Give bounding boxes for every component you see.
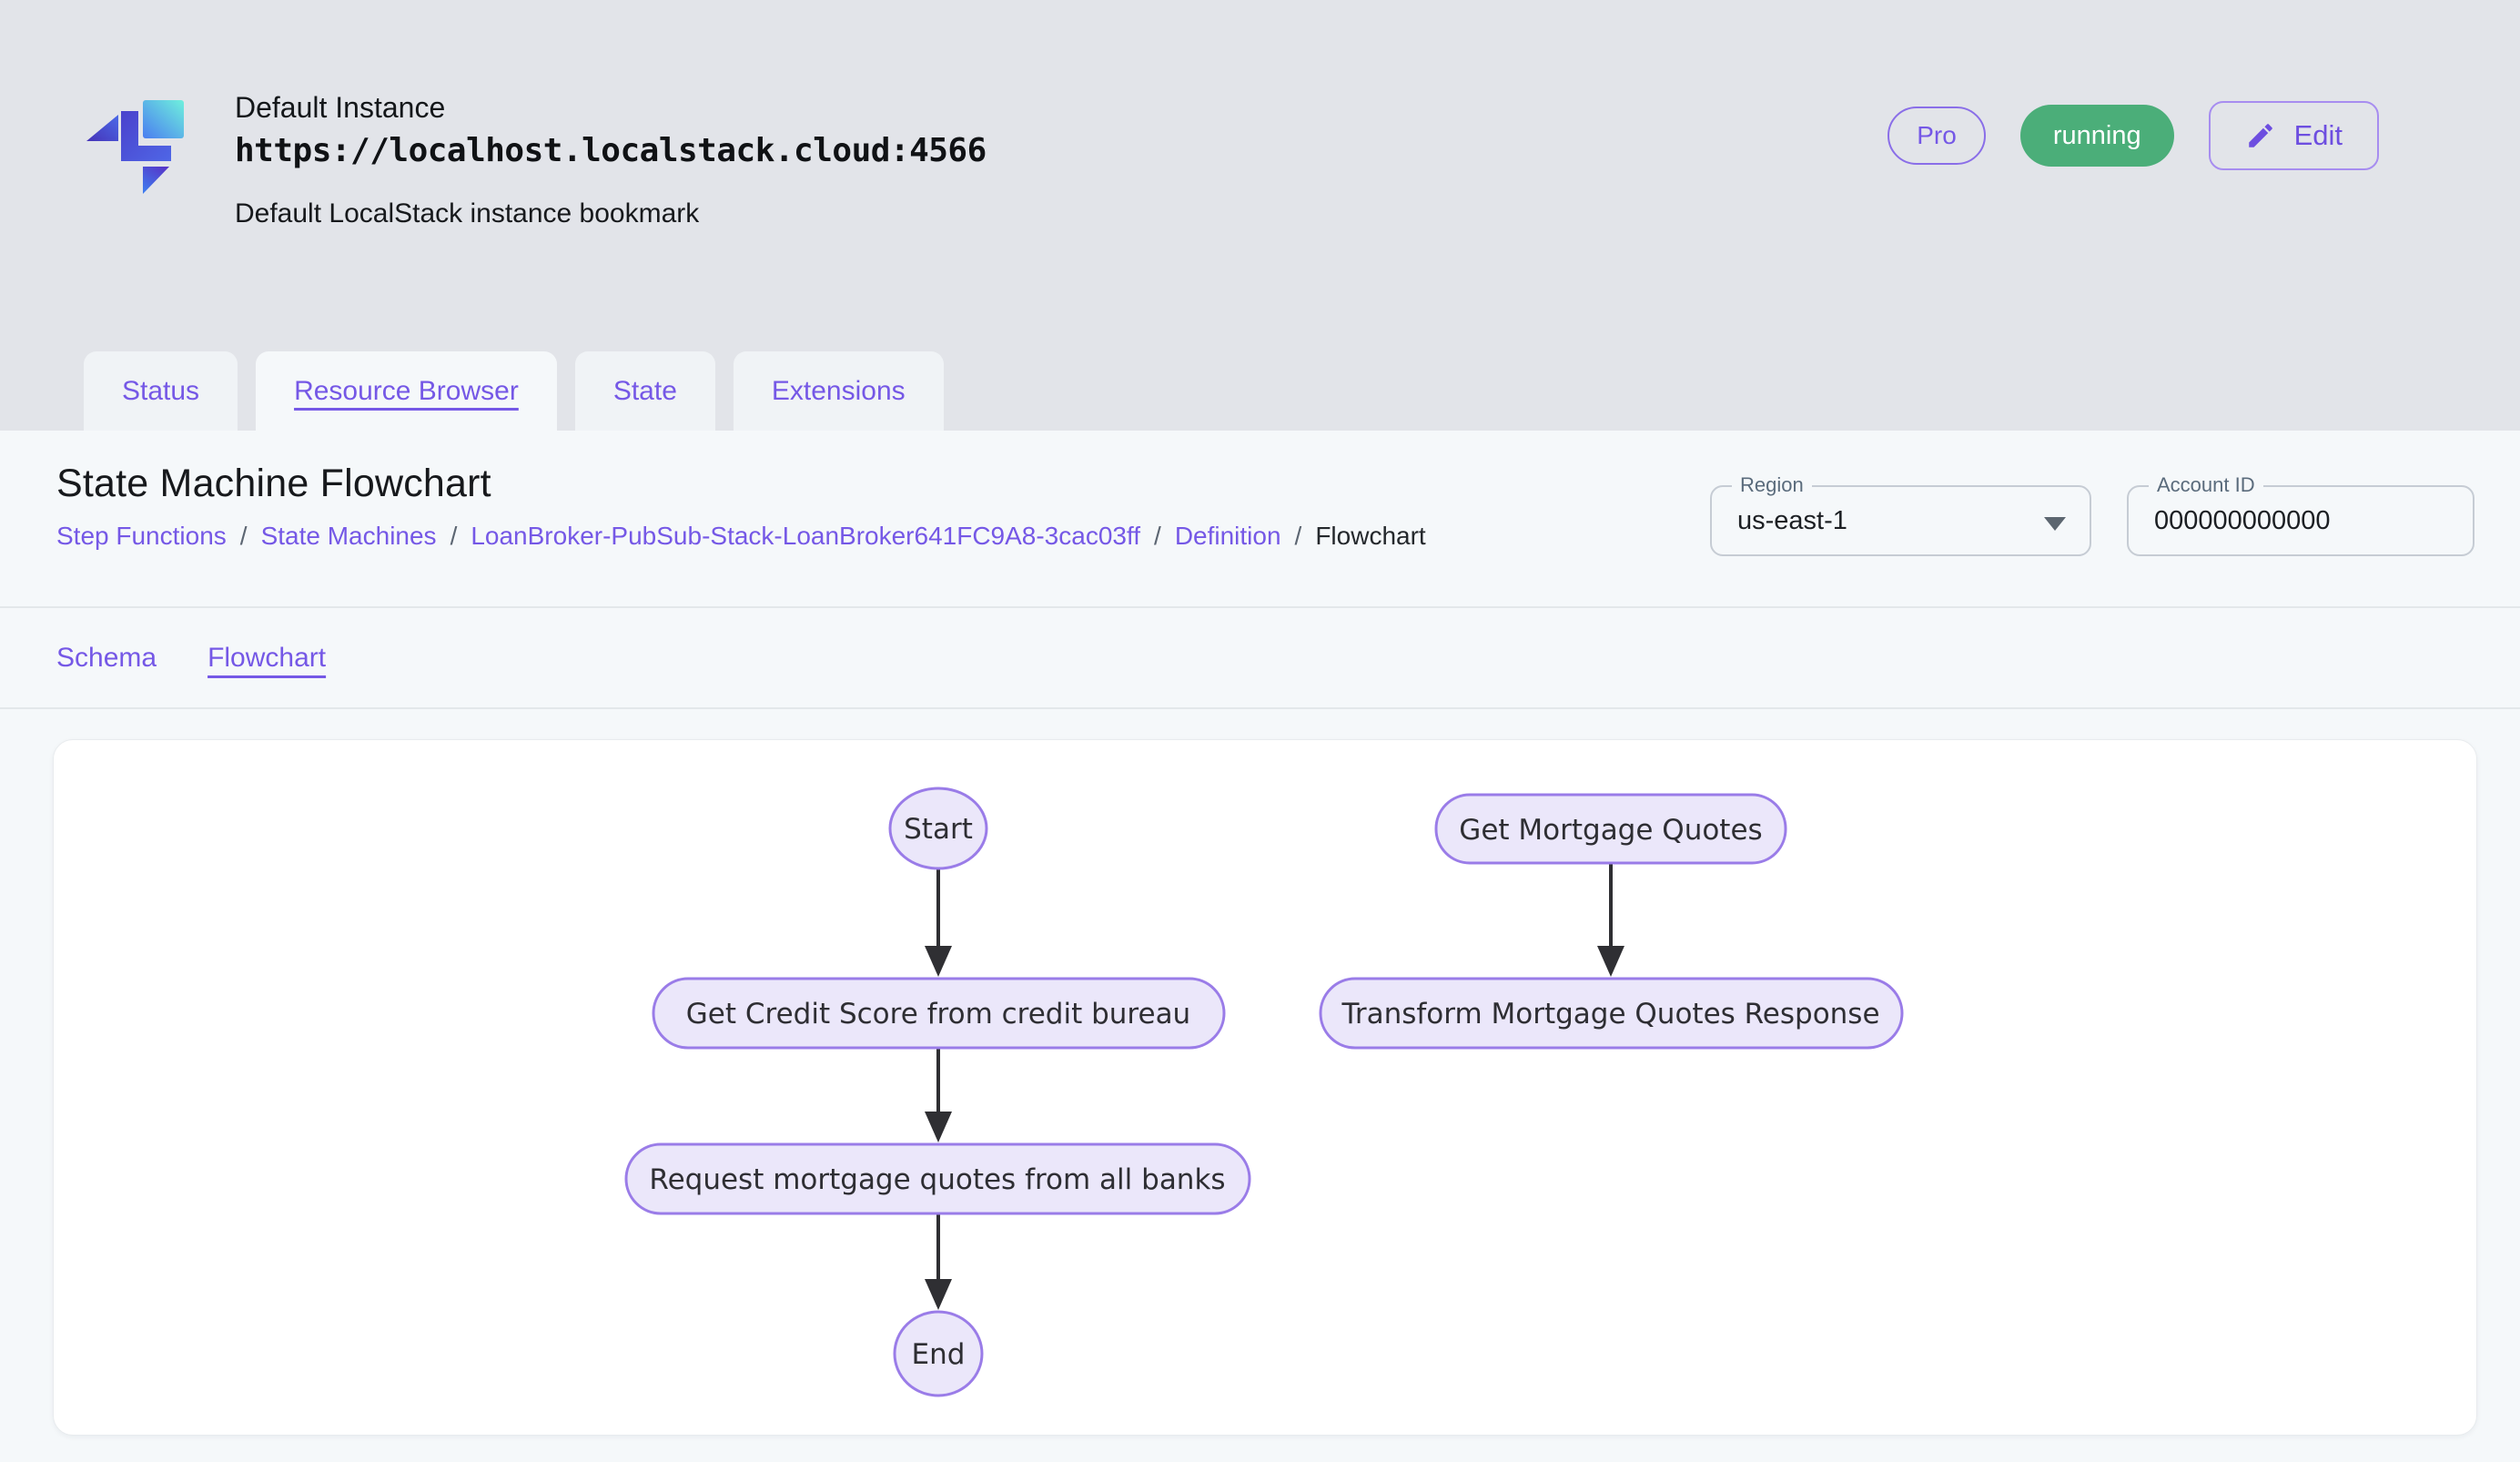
- edge-start-to-credit: [925, 868, 952, 977]
- svg-text:End: End: [912, 1338, 966, 1371]
- breadcrumb-state-machine-name[interactable]: LoanBroker-PubSub-Stack-LoanBroker641FC9…: [471, 522, 1141, 550]
- header-actions: Pro running Edit: [1887, 101, 2379, 170]
- tab-state[interactable]: State: [574, 351, 715, 431]
- status-badge: running: [2019, 105, 2174, 167]
- breadcrumb-separator: /: [450, 522, 458, 550]
- flow-node-start: Start: [888, 787, 988, 870]
- edge-getquotes-to-transform: [1597, 863, 1624, 977]
- region-select-label: Region: [1732, 473, 1812, 497]
- app-header: Default Instance https://localhost.local…: [0, 0, 2520, 431]
- breadcrumb-current-flowchart: Flowchart: [1315, 522, 1426, 550]
- localstack-logo-icon: [86, 100, 184, 194]
- tab-extensions[interactable]: Extensions: [733, 351, 944, 431]
- chevron-down-icon: [2044, 517, 2066, 531]
- svg-text:Get Mortgage Quotes: Get Mortgage Quotes: [1459, 814, 1762, 847]
- instance-info: Default Instance https://localhost.local…: [235, 91, 987, 229]
- region-select[interactable]: Region us-east-1: [1710, 473, 2091, 556]
- edit-button-label: Edit: [2293, 119, 2343, 151]
- state-machine-flowchart-svg: Start Get Credit Score from credit burea…: [624, 787, 1904, 1397]
- breadcrumb-separator: /: [1294, 522, 1302, 550]
- tab-resource-browser[interactable]: Resource Browser: [256, 351, 557, 431]
- page-title: State Machine Flowchart: [56, 462, 491, 505]
- breadcrumb-step-functions[interactable]: Step Functions: [56, 522, 227, 550]
- svg-text:Get Credit Score from credit b: Get Credit Score from credit bureau: [686, 998, 1190, 1031]
- flowchart-card: Start Get Credit Score from credit burea…: [53, 739, 2477, 1436]
- main-tabs: Status Resource Browser State Extensions: [84, 351, 944, 431]
- edge-credit-to-request: [925, 1048, 952, 1142]
- breadcrumb: Step Functions / State Machines / LoanBr…: [56, 522, 1426, 551]
- edge-request-to-end: [925, 1213, 952, 1310]
- svg-text:Request mortgage quotes from a: Request mortgage quotes from all banks: [649, 1163, 1225, 1196]
- instance-url: https://localhost.localstack.cloud:4566: [235, 132, 987, 169]
- svg-text:Start: Start: [904, 813, 973, 846]
- breadcrumb-state-machines[interactable]: State Machines: [260, 522, 437, 550]
- flow-node-get-mortgage-quotes: Get Mortgage Quotes: [1434, 793, 1787, 865]
- svg-text:Transform Mortgage Quotes Resp: Transform Mortgage Quotes Response: [1341, 998, 1879, 1031]
- definition-subtabs: Schema Flowchart: [0, 606, 2520, 709]
- content-panel: State Machine Flowchart Step Functions /…: [0, 431, 2520, 1462]
- instance-name: Default Instance: [235, 91, 446, 124]
- breadcrumb-separator: /: [1154, 522, 1161, 550]
- flow-node-transform-response: Transform Mortgage Quotes Response: [1319, 977, 1904, 1050]
- flow-node-request-quotes: Request mortgage quotes from all banks: [624, 1142, 1251, 1215]
- breadcrumb-definition[interactable]: Definition: [1174, 522, 1281, 550]
- flow-node-end: End: [893, 1310, 984, 1397]
- region-select-value: us-east-1: [1737, 505, 1847, 535]
- pencil-icon: [2248, 124, 2272, 147]
- panel-header: State Machine Flowchart Step Functions /…: [0, 431, 2520, 606]
- account-id-field: Account ID: [2127, 473, 2474, 556]
- subtab-flowchart[interactable]: Flowchart: [207, 642, 327, 673]
- subtab-schema[interactable]: Schema: [56, 642, 157, 673]
- flow-node-get-credit-score: Get Credit Score from credit bureau: [652, 977, 1226, 1050]
- account-id-input[interactable]: [2154, 487, 2445, 554]
- tab-status[interactable]: Status: [84, 351, 238, 431]
- pro-badge: Pro: [1887, 107, 1986, 165]
- breadcrumb-separator: /: [239, 522, 248, 550]
- instance-description: Default LocalStack instance bookmark: [235, 198, 700, 228]
- edit-button[interactable]: Edit: [2208, 101, 2379, 170]
